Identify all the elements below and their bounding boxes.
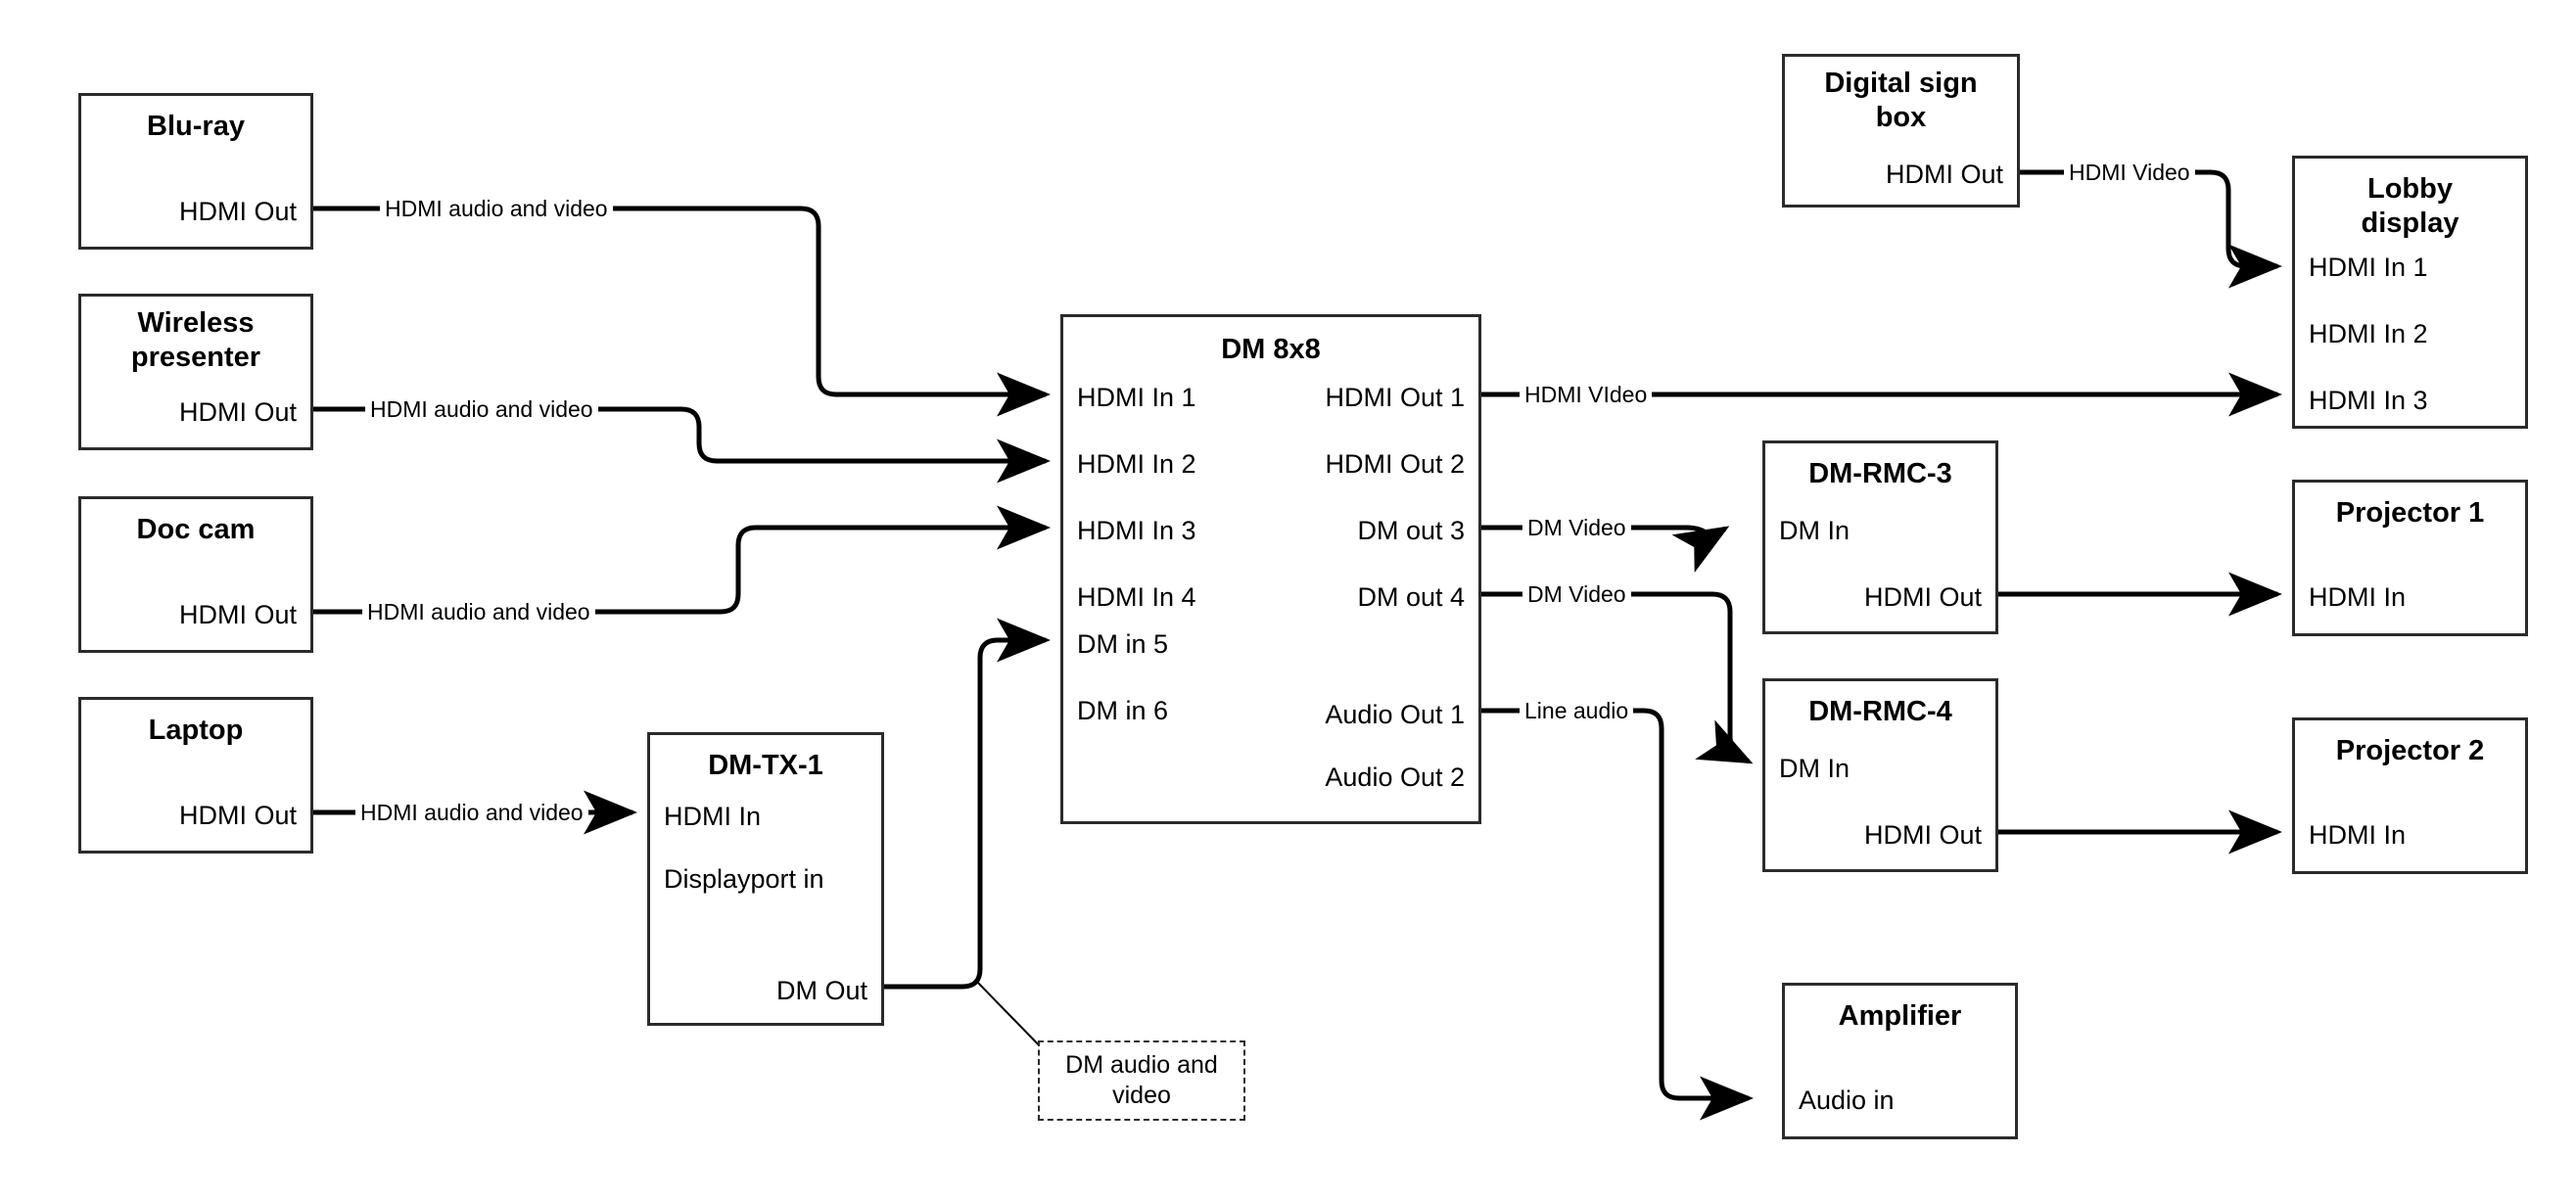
port-laptop-hdmi-out: HDMI Out xyxy=(178,801,297,830)
port-dm8x8-hdmi-in-3: HDMI In 3 xyxy=(1077,516,1196,545)
node-projector-1-title: Projector 1 xyxy=(2335,497,2485,529)
port-lobby-hdmi-in-2: HDMI In 2 xyxy=(2309,319,2428,348)
wire-bluray-to-dm8x8 xyxy=(313,206,1051,417)
edge-label-audioout1-to-amp: Line audio xyxy=(1520,700,1634,722)
edge-label-hdmiout1-to-lobby: HDMI VIdeo xyxy=(1520,384,1653,406)
port-bluray-hdmi-out: HDMI Out xyxy=(178,197,297,226)
node-amplifier[interactable]: Amplifier Audio in xyxy=(1782,983,2018,1139)
node-dm-rmc-4[interactable]: DM-RMC-4 DM In HDMI Out xyxy=(1762,678,1998,872)
port-lobby-hdmi-in-3: HDMI In 3 xyxy=(2309,386,2428,415)
node-lobby-display[interactable]: Lobby display HDMI In 1 HDMI In 2 HDMI I… xyxy=(2292,156,2528,429)
port-dm8x8-hdmi-in-4: HDMI In 4 xyxy=(1077,582,1196,612)
port-dm8x8-dm-in-6: DM in 6 xyxy=(1077,696,1169,725)
edge-label-dmout4-to-rmc4: DM Video xyxy=(1522,583,1631,606)
port-dm8x8-dm-out-4: DM out 4 xyxy=(1357,582,1465,612)
port-rmc4-dm-in: DM In xyxy=(1779,754,1850,783)
node-dm-rmc-3[interactable]: DM-RMC-3 DM In HDMI Out xyxy=(1762,440,1998,634)
port-digitalsign-hdmi-out: HDMI Out xyxy=(1885,160,2003,189)
port-doccam-hdmi-out: HDMI Out xyxy=(178,600,297,629)
note-dm-audio-and-video: DM audio and video xyxy=(1038,1040,1245,1121)
node-doc-cam[interactable]: Doc cam HDMI Out xyxy=(78,496,313,653)
port-wireless-hdmi-out: HDMI Out xyxy=(178,397,297,427)
port-projector1-hdmi-in: HDMI In xyxy=(2309,582,2407,612)
node-laptop[interactable]: Laptop HDMI Out xyxy=(78,697,313,854)
node-dm-tx-1-title: DM-TX-1 xyxy=(708,750,823,781)
port-dm8x8-dm-out-3: DM out 3 xyxy=(1357,516,1465,545)
port-dm8x8-hdmi-in-2: HDMI In 2 xyxy=(1077,449,1196,479)
node-dm-8x8[interactable]: DM 8x8 HDMI In 1 HDMI In 2 HDMI In 3 HDM… xyxy=(1060,314,1481,824)
node-wireless-presenter-title: Wireless presenter xyxy=(130,307,261,374)
node-projector-2-title: Projector 2 xyxy=(2335,735,2485,766)
node-bluray-title: Blu-ray xyxy=(147,111,245,142)
node-wireless-presenter[interactable]: Wireless presenter HDMI Out xyxy=(78,294,313,450)
port-dm8x8-audio-out-1: Audio Out 1 xyxy=(1325,700,1465,729)
edge-label-dmout3-to-rmc3: DM Video xyxy=(1522,517,1631,539)
node-projector-2[interactable]: Projector 2 HDMI In xyxy=(2292,717,2528,874)
wire-dmtx1-to-dm8x8 xyxy=(884,618,1051,990)
port-dmtx1-hdmi-in: HDMI In xyxy=(664,802,762,831)
port-projector2-hdmi-in: HDMI In xyxy=(2309,820,2407,850)
port-amplifier-audio-in: Audio in xyxy=(1799,1086,1895,1115)
node-dm-rmc-4-title: DM-RMC-4 xyxy=(1808,696,1952,727)
port-dm8x8-dm-in-5: DM in 5 xyxy=(1077,629,1169,659)
port-dmtx1-dm-out: DM Out xyxy=(775,976,867,1005)
edge-label-bluray-to-dm8x8: HDMI audio and video xyxy=(380,198,613,220)
node-dm-8x8-title: DM 8x8 xyxy=(1221,334,1321,365)
edge-label-sign-to-lobby: HDMI Video xyxy=(2064,162,2195,184)
wire-sign-to-lobby xyxy=(2020,169,2282,289)
node-bluray[interactable]: Blu-ray HDMI Out xyxy=(78,93,313,250)
port-rmc4-hdmi-out: HDMI Out xyxy=(1863,820,1982,850)
node-doc-cam-title: Doc cam xyxy=(136,514,256,545)
edge-label-doccam-to-dm8x8: HDMI audio and video xyxy=(362,601,595,624)
port-dmtx1-displayport-in: Displayport in xyxy=(664,864,824,894)
node-projector-1[interactable]: Projector 1 HDMI In xyxy=(2292,480,2528,636)
port-dm8x8-audio-out-2: Audio Out 2 xyxy=(1325,762,1465,792)
wire-dmout4-to-rmc4 xyxy=(1481,591,1754,764)
port-lobby-hdmi-in-1: HDMI In 1 xyxy=(2309,253,2428,282)
port-rmc3-hdmi-out: HDMI Out xyxy=(1863,582,1982,612)
edge-label-laptop-to-dmtx1: HDMI audio and video xyxy=(355,802,588,824)
node-dm-tx-1[interactable]: DM-TX-1 HDMI In Displayport in DM Out xyxy=(647,732,884,1026)
node-laptop-title: Laptop xyxy=(148,715,244,746)
node-digital-sign-box[interactable]: Digital sign box HDMI Out xyxy=(1782,54,2020,208)
edge-label-wireless-to-dm8x8: HDMI audio and video xyxy=(365,398,598,421)
node-digital-sign-box-title: Digital sign box xyxy=(1824,68,1978,134)
node-dm-rmc-3-title: DM-RMC-3 xyxy=(1808,458,1952,489)
port-rmc3-dm-in: DM In xyxy=(1779,516,1850,545)
node-lobby-display-title: Lobby display xyxy=(2361,173,2459,240)
port-dm8x8-hdmi-out-1: HDMI Out 1 xyxy=(1325,383,1465,412)
node-amplifier-title: Amplifier xyxy=(1838,1000,1962,1032)
port-dm8x8-hdmi-out-2: HDMI Out 2 xyxy=(1325,449,1465,479)
wire-audioout1-to-amp xyxy=(1481,708,1754,1121)
port-dm8x8-hdmi-in-1: HDMI In 1 xyxy=(1077,383,1196,412)
